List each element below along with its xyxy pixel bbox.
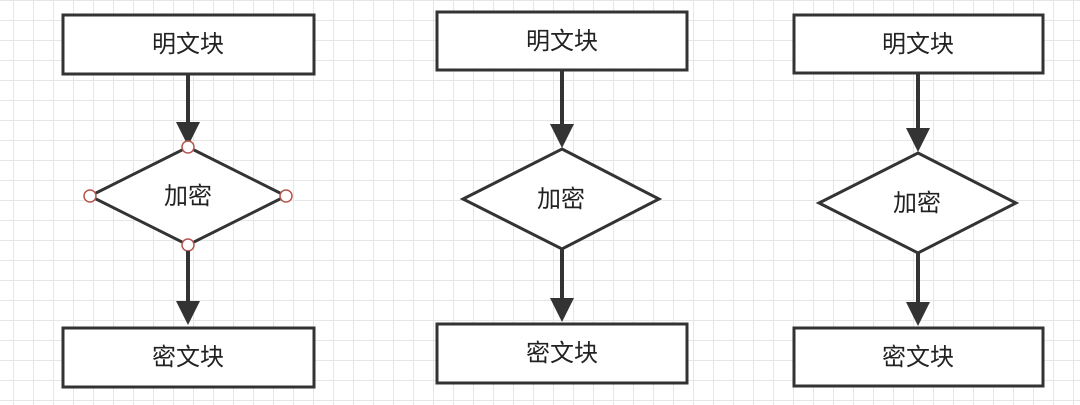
flow-column-3: 明文块 加密 密文块 xyxy=(792,13,1045,388)
arrowhead-encrypt-to-ciphertext xyxy=(550,298,574,322)
flow-column-2: 明文块 加密 密文块 xyxy=(435,10,689,385)
flow-column-1: 明文块 加密 密文块 xyxy=(61,13,316,389)
selection-handle-right[interactable] xyxy=(279,189,293,203)
selection-handle-left[interactable] xyxy=(83,189,97,203)
arrowhead-plaintext-to-encrypt xyxy=(550,124,574,148)
ciphertext-block-label: 密文块 xyxy=(152,343,224,371)
ciphertext-block-box[interactable] xyxy=(61,326,316,389)
plaintext-block-label: 明文块 xyxy=(152,30,224,58)
arrowhead-plaintext-to-encrypt xyxy=(906,128,930,152)
selection-handle-top[interactable] xyxy=(181,140,195,154)
arrowhead-encrypt-to-ciphertext xyxy=(176,301,200,325)
encrypt-label: 加密 xyxy=(537,185,585,213)
plaintext-block-label: 明文块 xyxy=(526,27,598,55)
plaintext-block-box[interactable] xyxy=(435,10,689,72)
arrowhead-encrypt-to-ciphertext xyxy=(906,302,930,326)
arrowhead-plaintext-to-encrypt xyxy=(176,122,200,146)
plaintext-block-box[interactable] xyxy=(792,13,1045,75)
ciphertext-block-label: 密文块 xyxy=(882,343,954,371)
ciphertext-block-label: 密文块 xyxy=(526,339,598,367)
ciphertext-block-box[interactable] xyxy=(435,322,689,385)
plaintext-block-label: 明文块 xyxy=(882,30,954,58)
encrypt-label: 加密 xyxy=(893,189,941,217)
plaintext-block-box[interactable] xyxy=(61,13,316,76)
ciphertext-block-box[interactable] xyxy=(792,326,1045,388)
selection-handle-bottom[interactable] xyxy=(181,238,195,252)
encrypt-label: 加密 xyxy=(164,182,212,210)
